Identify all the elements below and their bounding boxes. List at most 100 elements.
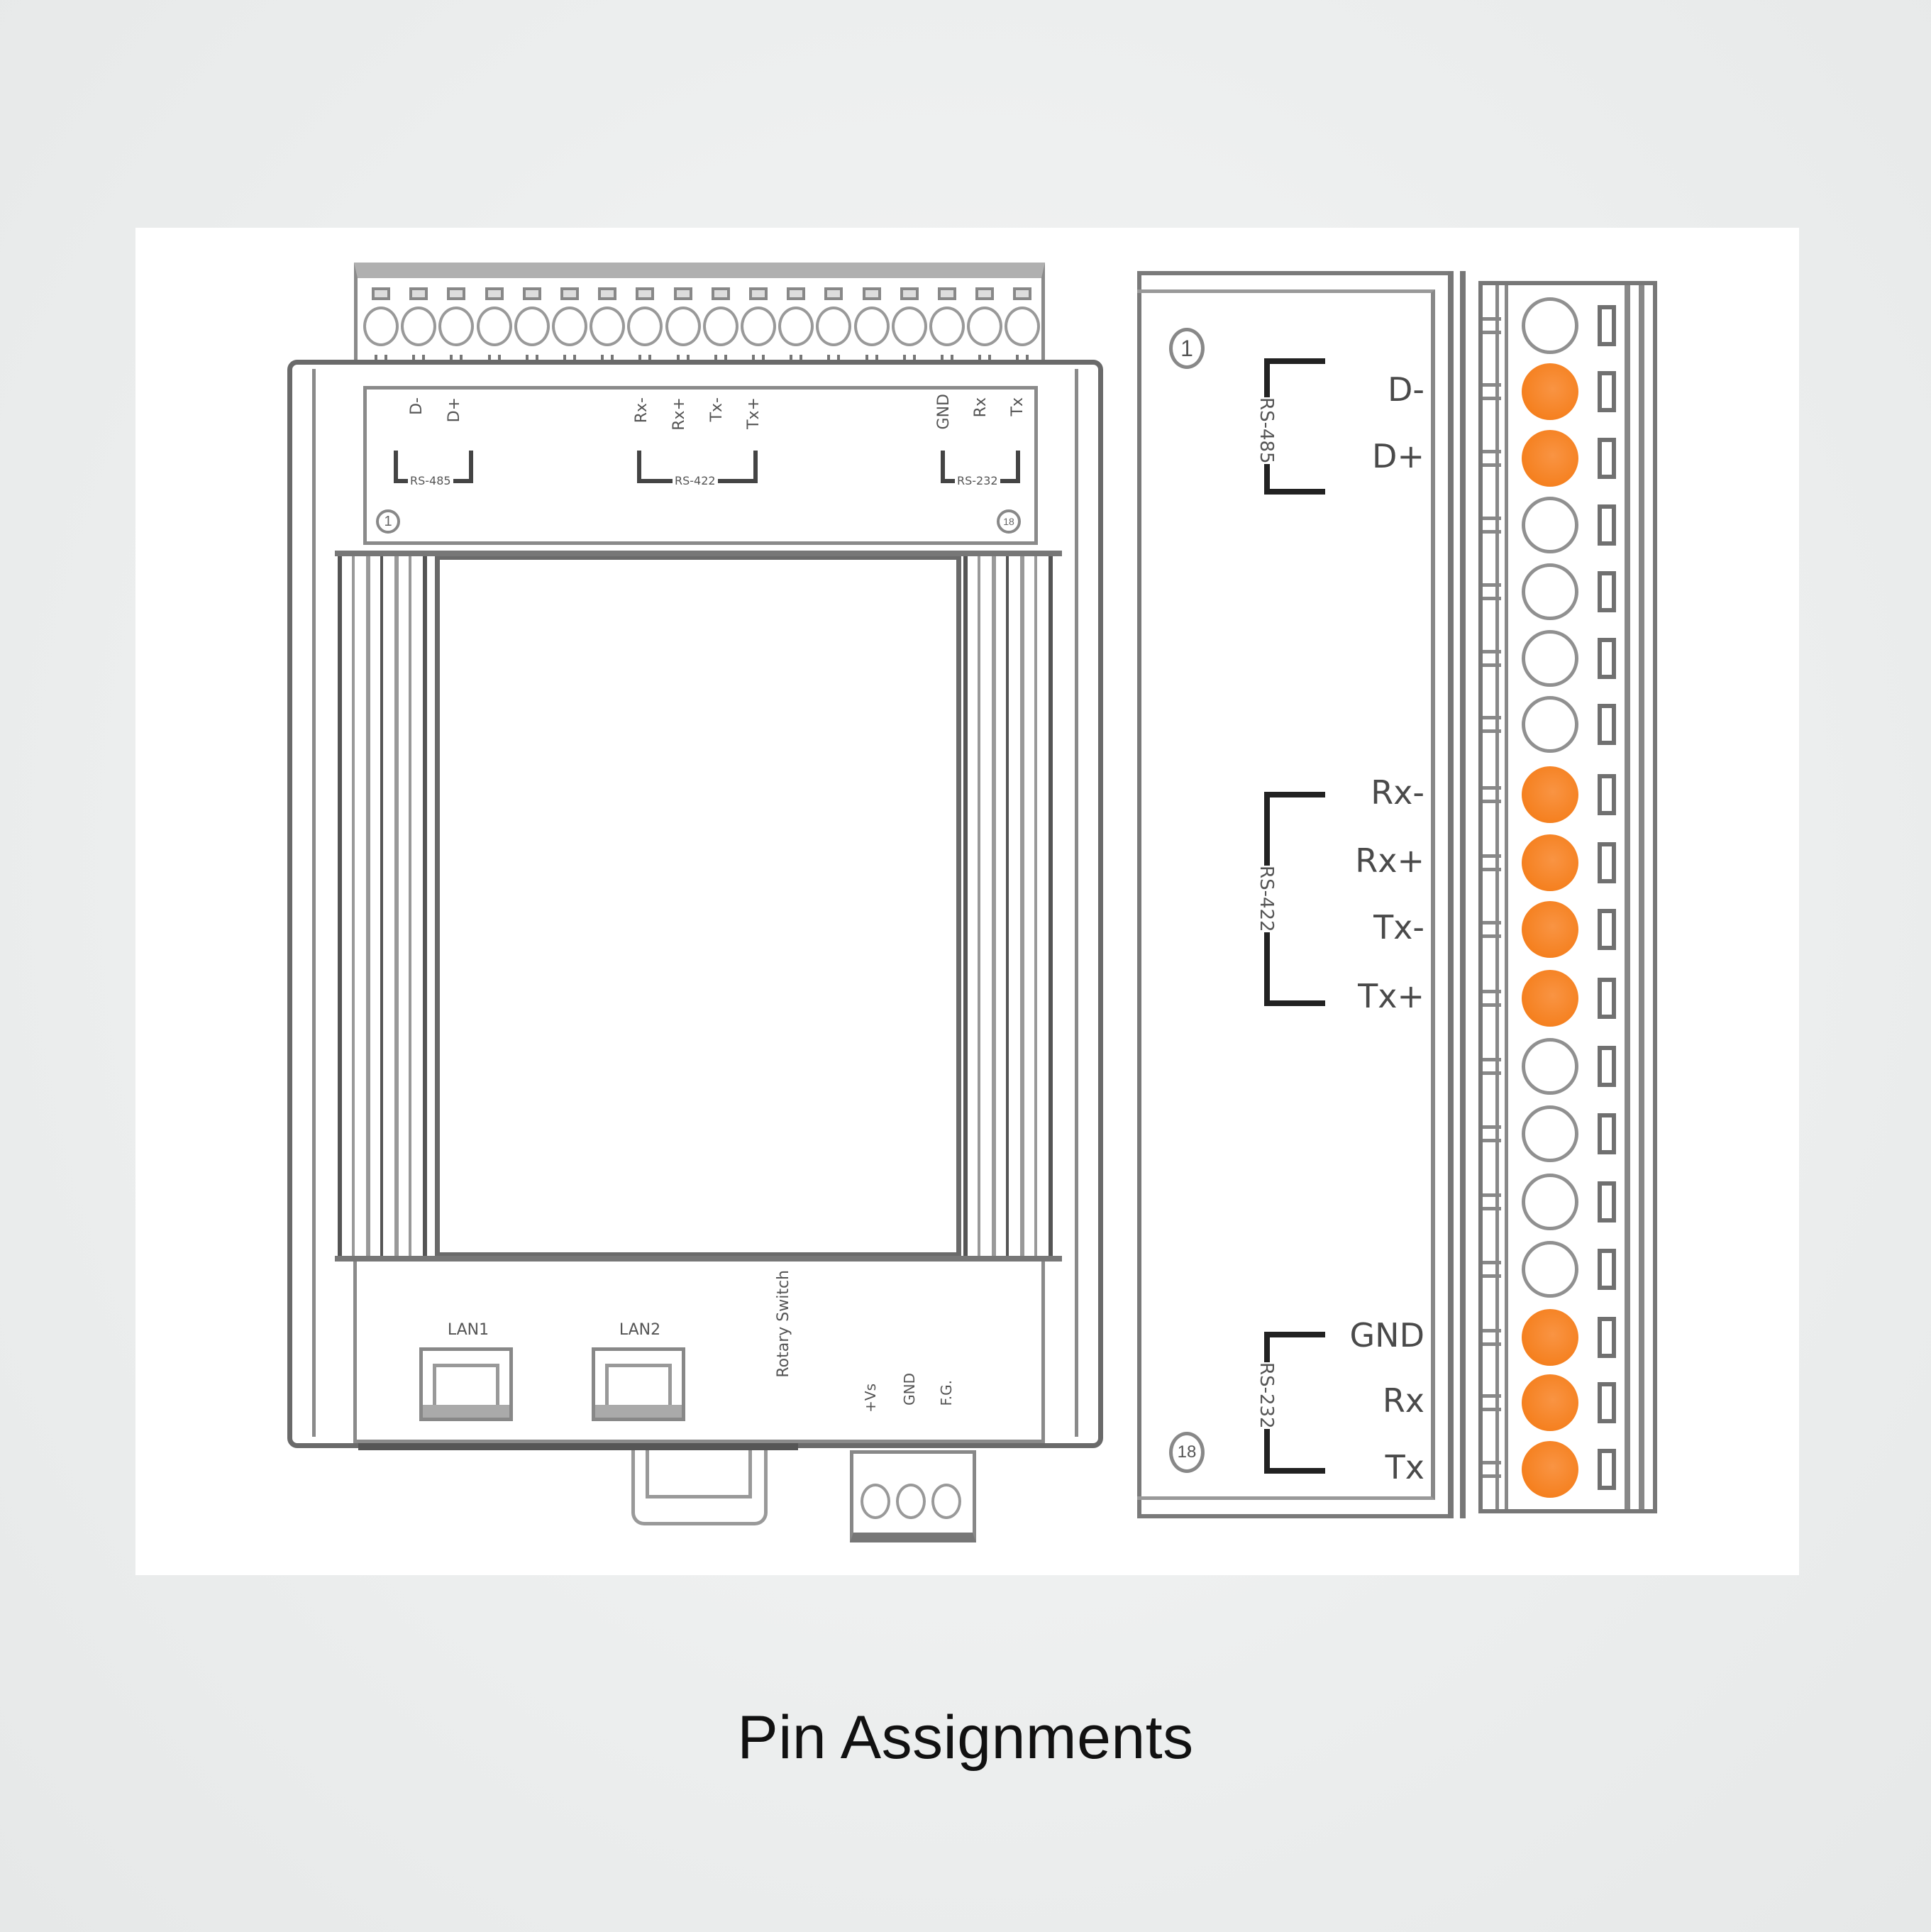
pin-label: Tx <box>1385 1448 1424 1486</box>
pin-label: Rx+ <box>1355 841 1424 880</box>
pin-release-slot[interactable] <box>1598 504 1616 546</box>
top-terminal-tab <box>749 287 768 300</box>
top-terminal-screw[interactable] <box>476 307 512 346</box>
top-terminal-tab <box>522 287 541 300</box>
pin-rail-mark <box>1483 317 1501 334</box>
pin-rail-mark <box>1483 1058 1501 1075</box>
power-terminal-block[interactable] <box>850 1450 976 1542</box>
pin-release-slot[interactable] <box>1598 842 1616 883</box>
top-terminal-tab <box>409 287 428 300</box>
lan2-port[interactable] <box>592 1347 685 1421</box>
rs485-group-label-top: RS-485 <box>408 474 453 487</box>
top-terminal-screw[interactable] <box>1005 307 1041 346</box>
pin-release-slot[interactable] <box>1598 978 1616 1019</box>
pin-release-slot[interactable] <box>1598 571 1616 612</box>
pin18-marker-text: 18 <box>1177 1442 1197 1462</box>
pin-rail-mark <box>1483 1193 1501 1210</box>
pin-release-slot[interactable] <box>1598 371 1616 412</box>
pin-release-slot[interactable] <box>1598 305 1616 346</box>
top-terminal-screw[interactable] <box>552 307 587 346</box>
pin-rail-mark <box>1483 990 1501 1007</box>
front-window <box>435 555 961 1257</box>
pin-release-slot[interactable] <box>1598 909 1616 950</box>
top-terminal-tab <box>711 287 730 300</box>
pin-label: Tx+ <box>1358 977 1424 1015</box>
top-label-panel <box>363 386 1038 545</box>
pin-label: GND <box>1349 1316 1424 1354</box>
top-label-tx: Tx <box>1009 397 1027 416</box>
top-terminal-screw[interactable] <box>778 307 814 346</box>
top-terminal-tab <box>636 287 655 300</box>
top-terminal-screw[interactable] <box>665 307 701 346</box>
top-terminal-screw[interactable] <box>438 307 475 346</box>
pin-rail-mark <box>1483 716 1501 733</box>
pin-label: Tx- <box>1373 908 1424 946</box>
heat-fin <box>394 555 399 1257</box>
pin-release-slot[interactable] <box>1598 1449 1616 1490</box>
heat-fin <box>1006 555 1009 1257</box>
top-terminal-screw[interactable] <box>514 307 550 346</box>
pin-rail-mark <box>1483 1329 1501 1346</box>
pin-release-slot[interactable] <box>1598 1317 1616 1358</box>
heat-fin <box>409 555 411 1257</box>
terminal-strip-edge-1 <box>1625 285 1630 1509</box>
pin-release-slot[interactable] <box>1598 704 1616 745</box>
heat-fin <box>423 555 427 1257</box>
fins-top-border <box>335 551 1062 556</box>
device-body-inner-edge <box>312 369 1078 1437</box>
heat-fin <box>352 555 355 1257</box>
top-terminal-screw[interactable] <box>401 307 437 346</box>
pin-label: Rx <box>1382 1381 1424 1420</box>
pin-3-active <box>1522 430 1578 487</box>
pin-release-slot[interactable] <box>1598 638 1616 679</box>
pin-release-slot[interactable] <box>1598 774 1616 815</box>
heat-fin <box>366 555 370 1257</box>
top-terminal-screw[interactable] <box>816 307 852 346</box>
pin-rail-mark <box>1483 921 1501 938</box>
top-label-tx-minus: Tx- <box>708 397 726 422</box>
bottom-rail <box>358 1443 798 1450</box>
pin-5-unused <box>1522 563 1578 620</box>
top-terminal-screw[interactable] <box>627 307 663 346</box>
top-label-tx-plus: Tx+ <box>745 397 763 429</box>
top-terminal-screw[interactable] <box>967 307 1003 346</box>
top-terminal-screw[interactable] <box>590 307 626 346</box>
lan2-port-base <box>595 1405 682 1418</box>
top-terminal-screw[interactable] <box>702 307 738 346</box>
pin18-marker: 18 <box>1169 1432 1205 1473</box>
pin-10-active <box>1522 901 1578 958</box>
top-label-rx: Rx <box>972 397 990 418</box>
din-rail-clip <box>631 1450 768 1525</box>
heat-fin <box>978 555 980 1257</box>
pin-release-slot[interactable] <box>1598 1249 1616 1290</box>
pin-release-slot[interactable] <box>1598 438 1616 479</box>
pin-release-slot[interactable] <box>1598 1181 1616 1222</box>
top-terminal-screw[interactable] <box>853 307 890 346</box>
pin-12-unused <box>1522 1038 1578 1095</box>
pin-7-unused <box>1522 696 1578 753</box>
din-rail-clip-inner <box>646 1450 752 1498</box>
pin-release-slot[interactable] <box>1598 1046 1616 1087</box>
top-terminal-screw[interactable] <box>363 307 399 346</box>
heat-fin <box>1049 555 1053 1257</box>
top-terminal-screw[interactable] <box>891 307 927 346</box>
top-terminal-screw[interactable] <box>741 307 776 346</box>
pin18-marker-top: 18 <box>997 509 1021 534</box>
power-label-vs: +Vs <box>862 1384 879 1413</box>
top-label-rx-minus: Rx- <box>633 397 651 424</box>
pin-2-active <box>1522 363 1578 420</box>
top-label-d-minus: D- <box>408 397 426 415</box>
pin-release-slot[interactable] <box>1598 1113 1616 1154</box>
pin-label: Rx- <box>1371 773 1424 812</box>
top-label-d-plus: D+ <box>446 397 463 423</box>
terminal-strip-edge-2 <box>1639 285 1644 1509</box>
lan1-port[interactable] <box>419 1347 513 1421</box>
label-panel-inner <box>1137 289 1435 1500</box>
pin-release-slot[interactable] <box>1598 1382 1616 1423</box>
pin1-marker: 1 <box>1169 328 1205 369</box>
heat-fin <box>1020 555 1024 1257</box>
pin-15-unused <box>1522 1241 1578 1298</box>
top-terminal-screw[interactable] <box>929 307 965 346</box>
top-terminal-tab <box>862 287 881 300</box>
top-label-rx-plus: Rx+ <box>670 397 688 431</box>
